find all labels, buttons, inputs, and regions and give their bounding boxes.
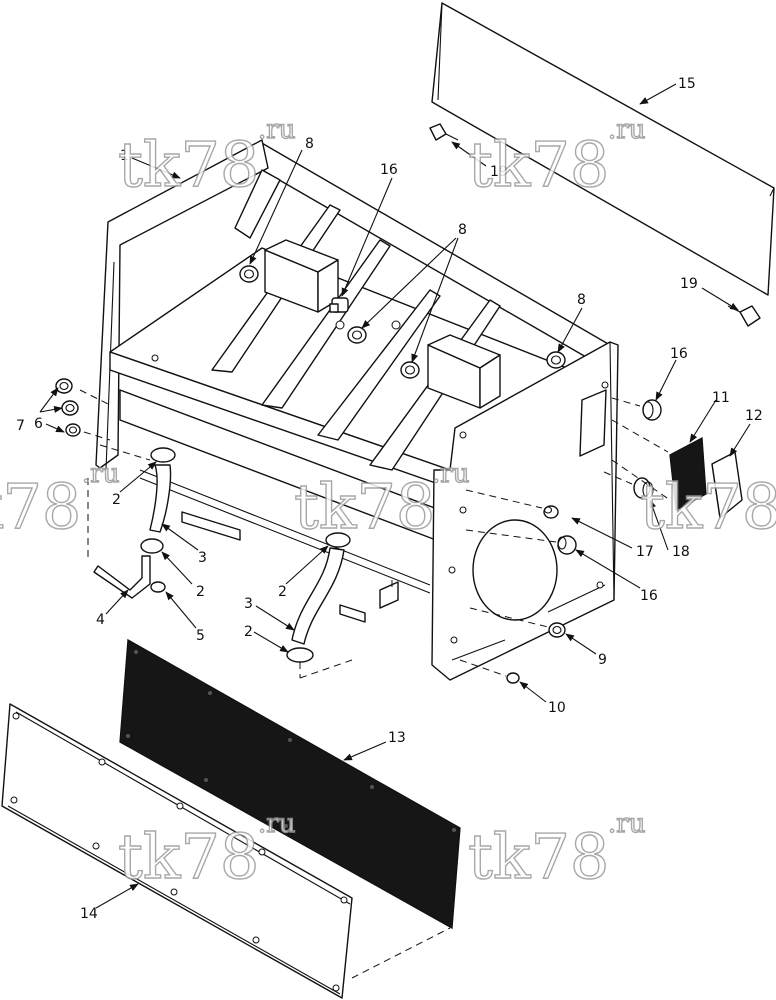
callout-19b: 19 bbox=[680, 276, 698, 292]
callout-8c: 8 bbox=[577, 292, 586, 308]
dark-panel bbox=[119, 638, 461, 930]
watermark-suffix: .ru bbox=[608, 809, 645, 839]
callout-16a: 16 bbox=[380, 162, 398, 178]
watermark-main: tk78 bbox=[294, 470, 435, 543]
watermark-suffix: .ru bbox=[258, 115, 295, 145]
callout-labels: 1 8 16 8 8 15 19 19 16 11 12 7 6 2 3 2 4… bbox=[16, 76, 763, 922]
watermark-main: tk78 bbox=[118, 128, 259, 201]
callout-1: 1 bbox=[120, 148, 129, 164]
callout-18: 18 bbox=[672, 544, 690, 560]
watermark-suffix: .ru bbox=[258, 809, 295, 839]
watermark-suffix: .ru bbox=[608, 115, 645, 145]
callout-3a: 3 bbox=[198, 550, 207, 566]
callout-11: 11 bbox=[712, 390, 730, 406]
left-fittings bbox=[55, 378, 393, 679]
watermark-main: tk78 bbox=[0, 470, 81, 543]
callout-2c: 2 bbox=[278, 584, 287, 600]
grommets bbox=[239, 265, 566, 379]
watermark-suffix: .ru bbox=[82, 459, 119, 489]
callout-8b: 8 bbox=[458, 222, 467, 238]
callout-6: 6 bbox=[34, 416, 43, 432]
callout-2a: 2 bbox=[112, 492, 121, 508]
callout-12: 12 bbox=[745, 408, 763, 424]
front-panel bbox=[1, 703, 451, 999]
top-panel bbox=[431, 2, 775, 296]
callout-5: 5 bbox=[196, 628, 205, 644]
callout-2b: 2 bbox=[196, 584, 205, 600]
connectors bbox=[429, 123, 761, 327]
callout-9: 9 bbox=[598, 652, 607, 668]
callout-4: 4 bbox=[96, 612, 105, 628]
callout-17: 17 bbox=[636, 544, 654, 560]
callout-10: 10 bbox=[548, 700, 566, 716]
watermark-main: tk78 bbox=[640, 470, 776, 543]
callout-13: 13 bbox=[388, 730, 406, 746]
callout-3b: 3 bbox=[244, 596, 253, 612]
frame-housing bbox=[95, 139, 619, 681]
watermark-suffix: .ru bbox=[432, 459, 469, 489]
watermark-main: tk78 bbox=[468, 128, 609, 201]
callout-16c: 16 bbox=[640, 588, 658, 604]
callout-2d: 2 bbox=[244, 624, 253, 640]
watermark-group: tk78 .ru tk78 .ru tk78 .ru tk78 .ru tk78… bbox=[0, 114, 776, 893]
watermark-main: tk78 bbox=[468, 820, 609, 893]
side-fittings bbox=[459, 397, 743, 684]
leader-lines bbox=[39, 83, 751, 909]
callout-14: 14 bbox=[80, 906, 98, 922]
callout-16b: 16 bbox=[670, 346, 688, 362]
callout-19a: 19 bbox=[490, 164, 508, 180]
watermark-main: tk78 bbox=[118, 820, 259, 893]
callout-15: 15 bbox=[678, 76, 696, 92]
callout-7: 7 bbox=[16, 418, 25, 434]
callout-8a: 8 bbox=[305, 136, 314, 152]
